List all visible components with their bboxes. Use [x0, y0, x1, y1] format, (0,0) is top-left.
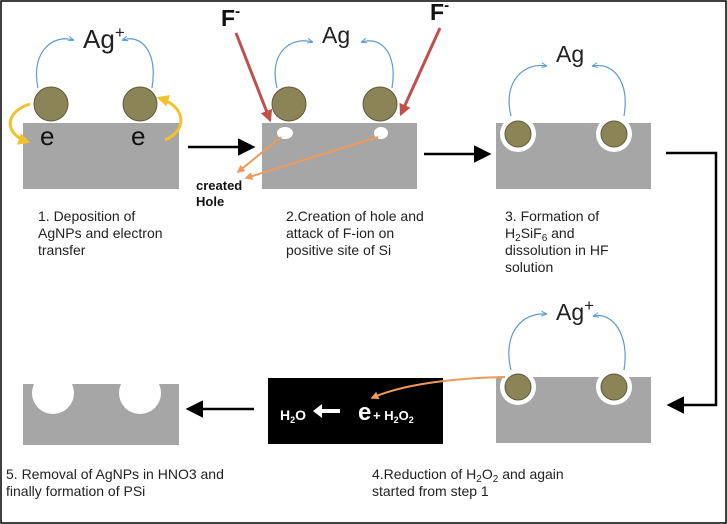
reaction-electron-label: e [358, 399, 371, 426]
silver-nanoparticle [122, 86, 158, 122]
step-2-caption: 2.Creation of hole and attack of F-ion o… [286, 208, 424, 258]
created-hole [277, 127, 293, 139]
silver-label: Ag [322, 22, 350, 48]
water-product-label: H2O [280, 407, 306, 425]
fluoride-ion-label: F- [221, 3, 240, 31]
blue-curved-arrow-icon [123, 39, 154, 89]
created-hole [374, 127, 388, 139]
reaction-arrowhead-icon [313, 404, 322, 418]
etched-pore [32, 372, 74, 414]
blue-curved-arrow-icon [508, 314, 546, 371]
step-5-illustration [23, 372, 179, 445]
orange-pointer-arrow-icon [236, 136, 282, 174]
blue-curved-arrow-icon [362, 41, 394, 89]
silver-nanoparticle [600, 120, 628, 148]
fluoride-ion-label: F- [430, 0, 449, 25]
silver-ion-label: Ag+ [556, 296, 594, 325]
silver-nanoparticle [504, 120, 532, 148]
reaction-arrow-icon [322, 409, 340, 413]
step-3-illustration: Ag [496, 41, 651, 189]
silver-nanoparticle [362, 86, 398, 122]
electron-label: e [40, 121, 54, 151]
flow-arrow-icon [666, 151, 718, 414]
yellow-electron-arrow-icon [8, 102, 31, 145]
silver-ion-label: Ag+ [83, 23, 125, 54]
yellow-electron-arrow-icon [156, 94, 183, 142]
blue-curved-arrow-icon [593, 65, 626, 117]
blue-curved-arrow-icon [35, 39, 73, 89]
silver-nanoparticle [271, 86, 307, 122]
silicon-substrate [23, 123, 179, 189]
silver-nanoparticle [33, 86, 69, 122]
step-1-illustration: Ag+ e e [8, 23, 183, 189]
orange-pointer-arrow-icon [370, 376, 506, 399]
step-3-caption: 3. Formation of H2SiF6 and dissolution i… [505, 208, 609, 275]
red-ion-arrow-icon [234, 32, 273, 123]
silver-nanoparticle [504, 373, 532, 401]
silver-nanoparticle [600, 373, 628, 401]
created-hole-label: created Hole [196, 178, 243, 209]
step-1-caption: 1. Deposition of AgNPs and electron tran… [38, 208, 163, 258]
silver-label: Ag [556, 41, 584, 67]
reaction-box [268, 378, 443, 444]
hydrogen-peroxide-label: + H2O2 [373, 408, 414, 425]
blue-curved-arrow-icon [274, 41, 312, 89]
step-2-illustration: Ag F- F- [221, 0, 449, 189]
step-5-caption: 5. Removal of AgNPs in HNO3 and finally … [6, 466, 224, 499]
step-4-caption: 4.Reduction of H2O2 and again started fr… [372, 466, 564, 499]
orange-pointer-arrow-icon [244, 136, 379, 180]
etched-pore [119, 372, 161, 414]
step-4-illustration: Ag+ H2O e + H2O2 [268, 296, 651, 444]
blue-curved-arrow-icon [508, 65, 546, 117]
red-ion-arrow-icon [399, 27, 442, 117]
electron-label: e [131, 121, 145, 151]
blue-curved-arrow-icon [594, 316, 626, 371]
